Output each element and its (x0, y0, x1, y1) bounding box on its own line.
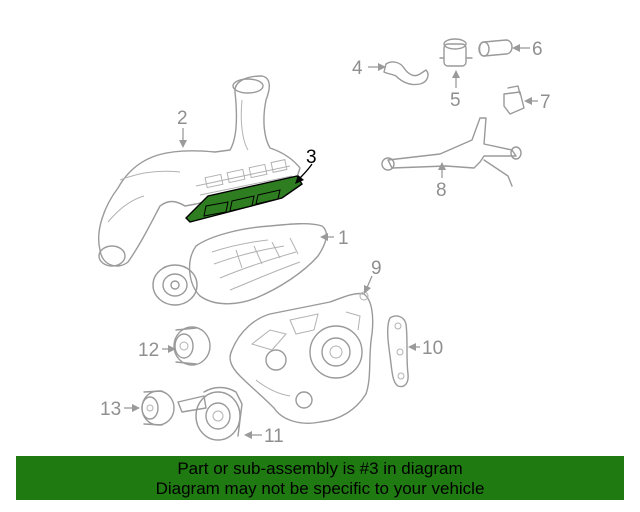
callout-10: 10 (408, 338, 443, 359)
callout-11: 11 (244, 426, 284, 447)
part-8-tube[interactable] (381, 117, 522, 187)
part-1-supercharger[interactable] (152, 223, 328, 306)
part-4-hose[interactable] (383, 61, 429, 86)
part-5-valve[interactable] (439, 38, 473, 67)
part-12-idler-pulley[interactable] (173, 326, 211, 366)
info-banner: Part or sub-assembly is #3 in diagram Di… (16, 456, 624, 500)
svg-text:4: 4 (352, 58, 363, 79)
part-2-intake-plenum[interactable] (98, 75, 301, 267)
callout-9: 9 (364, 258, 382, 294)
callout-13: 13 (100, 399, 140, 420)
callout-8: 8 (436, 162, 447, 201)
svg-text:12: 12 (138, 340, 159, 361)
callout-2: 2 (177, 108, 188, 148)
callout-4: 4 (352, 58, 386, 79)
part-10-cover-gasket[interactable] (387, 315, 409, 388)
svg-text:13: 13 (100, 399, 121, 420)
callout-7: 7 (524, 92, 551, 113)
part-7-sensor[interactable] (503, 85, 525, 115)
svg-text:6: 6 (532, 39, 543, 60)
part-13-pulley[interactable] (141, 390, 175, 426)
svg-text:3: 3 (306, 147, 317, 168)
part-3-gasket[interactable] (185, 175, 303, 223)
svg-text:9: 9 (371, 258, 382, 279)
callout-5: 5 (450, 70, 461, 111)
svg-text:7: 7 (540, 92, 551, 113)
banner-line-disclaimer: Diagram may not be specific to your vehi… (155, 479, 485, 498)
svg-text:10: 10 (422, 338, 443, 359)
callout-3: 3 (295, 147, 317, 184)
callout-6: 6 (512, 39, 543, 60)
gasket-highlight (185, 175, 303, 223)
callout-12: 12 (138, 340, 176, 361)
part-11-tensioner[interactable] (177, 386, 243, 441)
callout-1: 1 (320, 228, 349, 249)
parts-diagram: 1 2 3 4 5 6 7 8 9 10 (98, 38, 551, 447)
svg-text:11: 11 (264, 426, 284, 447)
svg-text:5: 5 (450, 90, 461, 111)
svg-text:8: 8 (436, 180, 447, 201)
part-9-front-cover[interactable] (229, 291, 374, 424)
svg-text:2: 2 (177, 108, 188, 129)
svg-text:1: 1 (338, 228, 349, 249)
banner-line-part: Part or sub-assembly is #3 in diagram (177, 459, 463, 478)
part-6-fitting[interactable] (478, 39, 513, 57)
